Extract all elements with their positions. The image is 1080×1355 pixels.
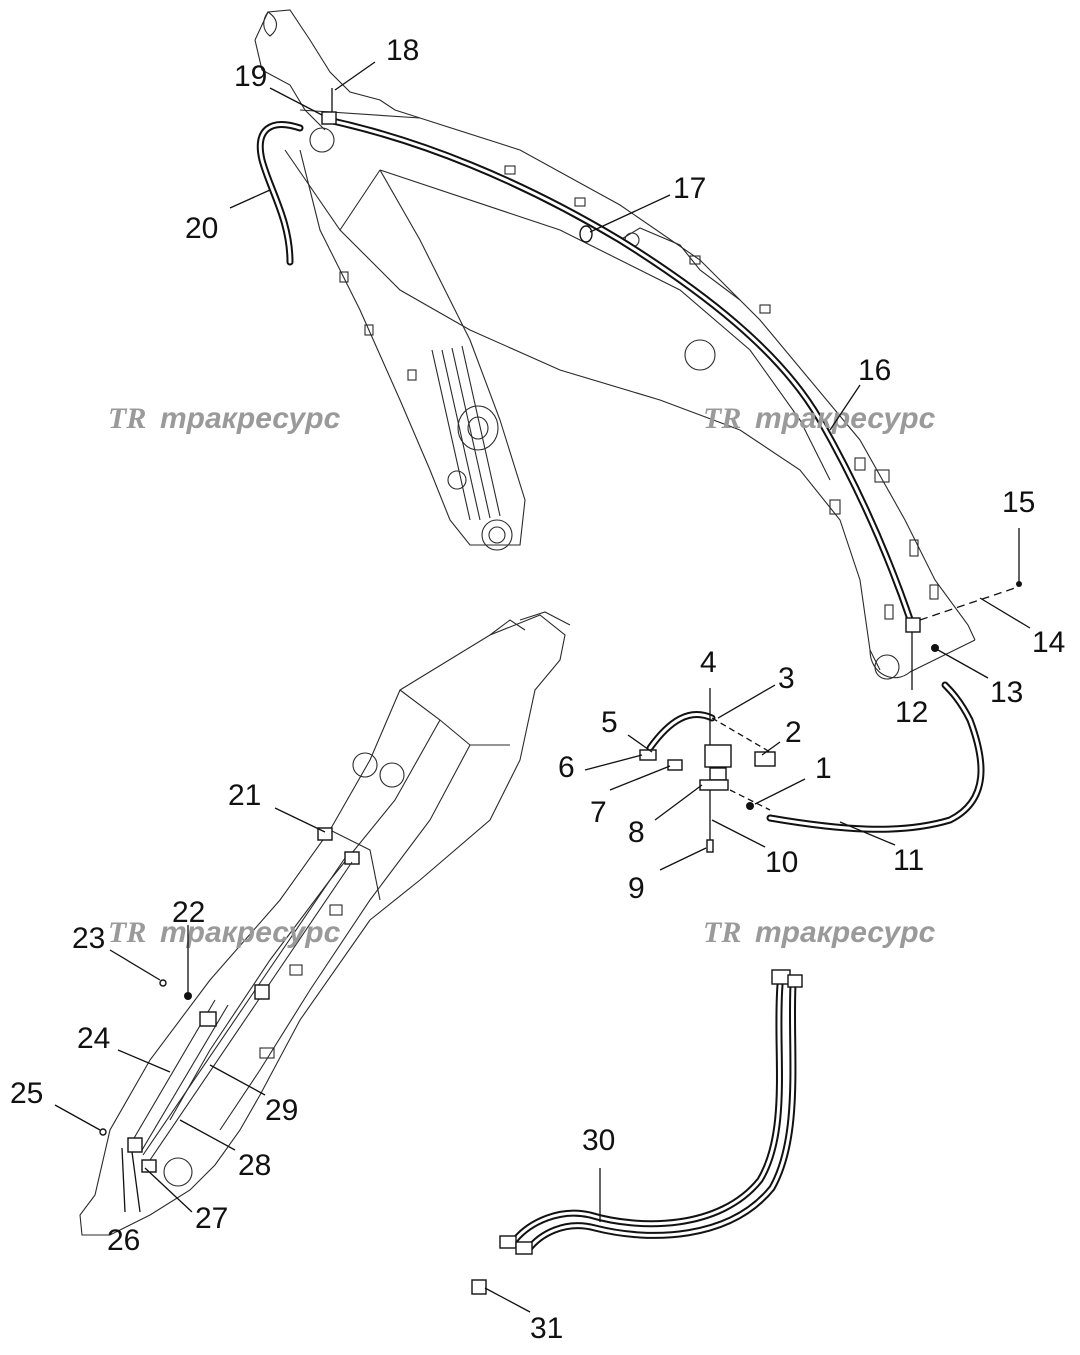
callout-30: 30 <box>582 1124 615 1157</box>
callout-7: 7 <box>590 796 607 829</box>
callout-9: 9 <box>628 872 645 905</box>
callout-3: 3 <box>778 662 795 695</box>
hose-20 <box>256 121 304 266</box>
callout-2: 2 <box>785 716 802 749</box>
callout-11: 11 <box>893 844 924 877</box>
arm-pipe-assembly <box>127 827 360 1173</box>
watermark-logo: TR <box>108 402 146 435</box>
callout-23: 23 <box>72 922 105 955</box>
clamp-19 <box>321 111 337 125</box>
hose-5 <box>646 711 716 752</box>
watermark-2: TR тракресурс <box>703 402 936 435</box>
watermark-text: тракресурс <box>160 402 341 435</box>
boom-outline <box>254 9 976 680</box>
callout-1: 1 <box>815 752 832 785</box>
callout-18: 18 <box>386 34 419 67</box>
fitting-15 <box>1016 581 1022 587</box>
callout-4: 4 <box>700 646 717 679</box>
callout-22: 22 <box>172 896 205 929</box>
clamp-12 <box>905 617 921 633</box>
callout-20: 20 <box>185 212 218 245</box>
hose-30 <box>499 969 803 1255</box>
fitting-23 <box>159 979 167 987</box>
callout-15: 15 <box>1002 486 1035 519</box>
callout-28: 28 <box>238 1149 271 1182</box>
boom-hose-16 <box>324 116 916 629</box>
callout-8: 8 <box>628 816 645 849</box>
callout-12: 12 <box>895 696 928 729</box>
callout-6: 6 <box>558 751 575 784</box>
watermark-3: TR тракресурс <box>108 916 341 949</box>
callout-24: 24 <box>77 1022 110 1055</box>
watermark-logo: TR <box>703 916 741 949</box>
valve-block <box>639 717 776 853</box>
fitting-25 <box>99 1128 107 1136</box>
callout-numbers: 1 2 3 4 5 6 7 8 9 10 11 12 13 14 15 16 1… <box>10 34 1065 1345</box>
callout-26: 26 <box>107 1224 140 1257</box>
callout-31: 31 <box>530 1312 563 1345</box>
leader-lines <box>54 61 1031 1313</box>
callout-21: 21 <box>228 779 261 812</box>
fitting-1 <box>746 802 754 810</box>
fitting-31 <box>471 1279 487 1295</box>
watermark-logo: TR <box>108 916 146 949</box>
callout-16: 16 <box>858 354 891 387</box>
callout-27: 27 <box>195 1202 228 1235</box>
clamp-17 <box>579 225 593 243</box>
callout-19: 19 <box>234 60 267 93</box>
hose-11 <box>766 681 985 833</box>
fitting-13 <box>931 644 939 652</box>
fitting-22 <box>184 992 192 1000</box>
watermark-text: тракресурс <box>160 916 341 949</box>
watermark-4: TR тракресурс <box>703 916 936 949</box>
watermark-logo: TR <box>703 402 741 435</box>
arm-outline <box>79 405 571 1236</box>
callout-17: 17 <box>673 172 706 205</box>
callout-25: 25 <box>10 1077 43 1110</box>
watermark-text: тракресурс <box>755 916 936 949</box>
callout-5: 5 <box>601 706 618 739</box>
callout-13: 13 <box>990 676 1023 709</box>
callout-14: 14 <box>1032 626 1065 659</box>
watermark-1: TR тракресурс <box>108 402 341 435</box>
callout-29: 29 <box>265 1094 298 1127</box>
callout-10: 10 <box>765 846 798 879</box>
